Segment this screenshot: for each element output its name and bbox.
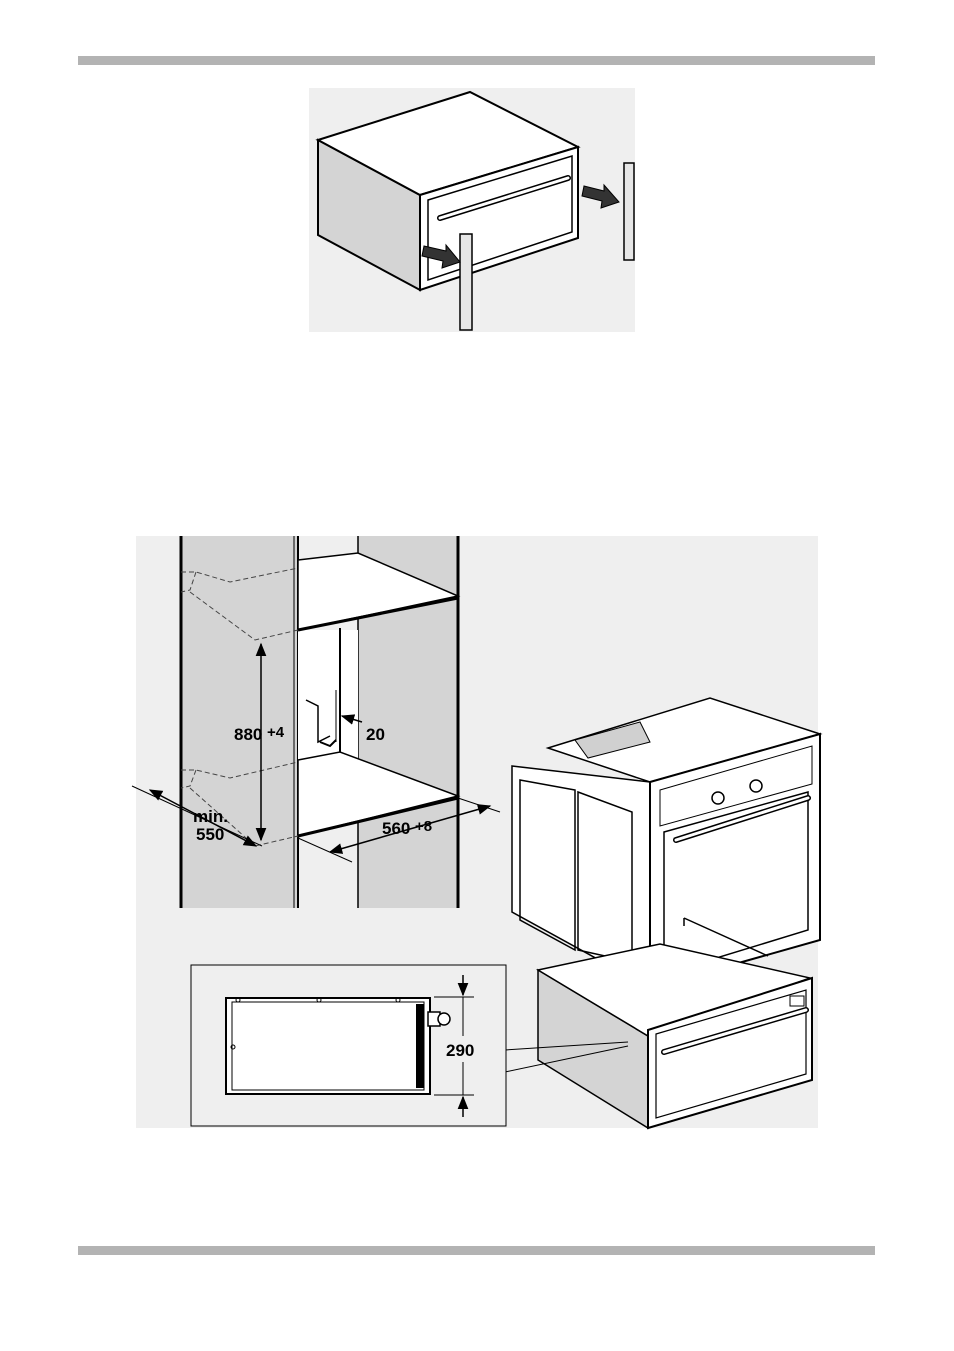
- width-dimension-label: 560: [382, 819, 410, 838]
- depth-value-label: 550: [196, 825, 224, 844]
- drawer-height-detail: 290: [191, 965, 506, 1126]
- depth-min-label: min.: [193, 807, 228, 826]
- height-tolerance-label: +4: [267, 724, 285, 741]
- removed-side-strip-right: [624, 163, 634, 260]
- gap-dimension-label: 20: [366, 725, 385, 744]
- drawer-side-profile: [226, 998, 430, 1094]
- removed-side-strip-left: [460, 234, 472, 330]
- figure-niche-dimensions: 880 +4 20 min. 550 560 +8: [132, 536, 820, 1128]
- cabinet-left-panel: [181, 536, 298, 908]
- drawer-height-label: 290: [446, 1041, 474, 1060]
- height-dimension-label: 880: [234, 725, 262, 744]
- figure-drawer-strip-removal: [309, 88, 635, 332]
- width-tolerance-label: +8: [415, 818, 432, 835]
